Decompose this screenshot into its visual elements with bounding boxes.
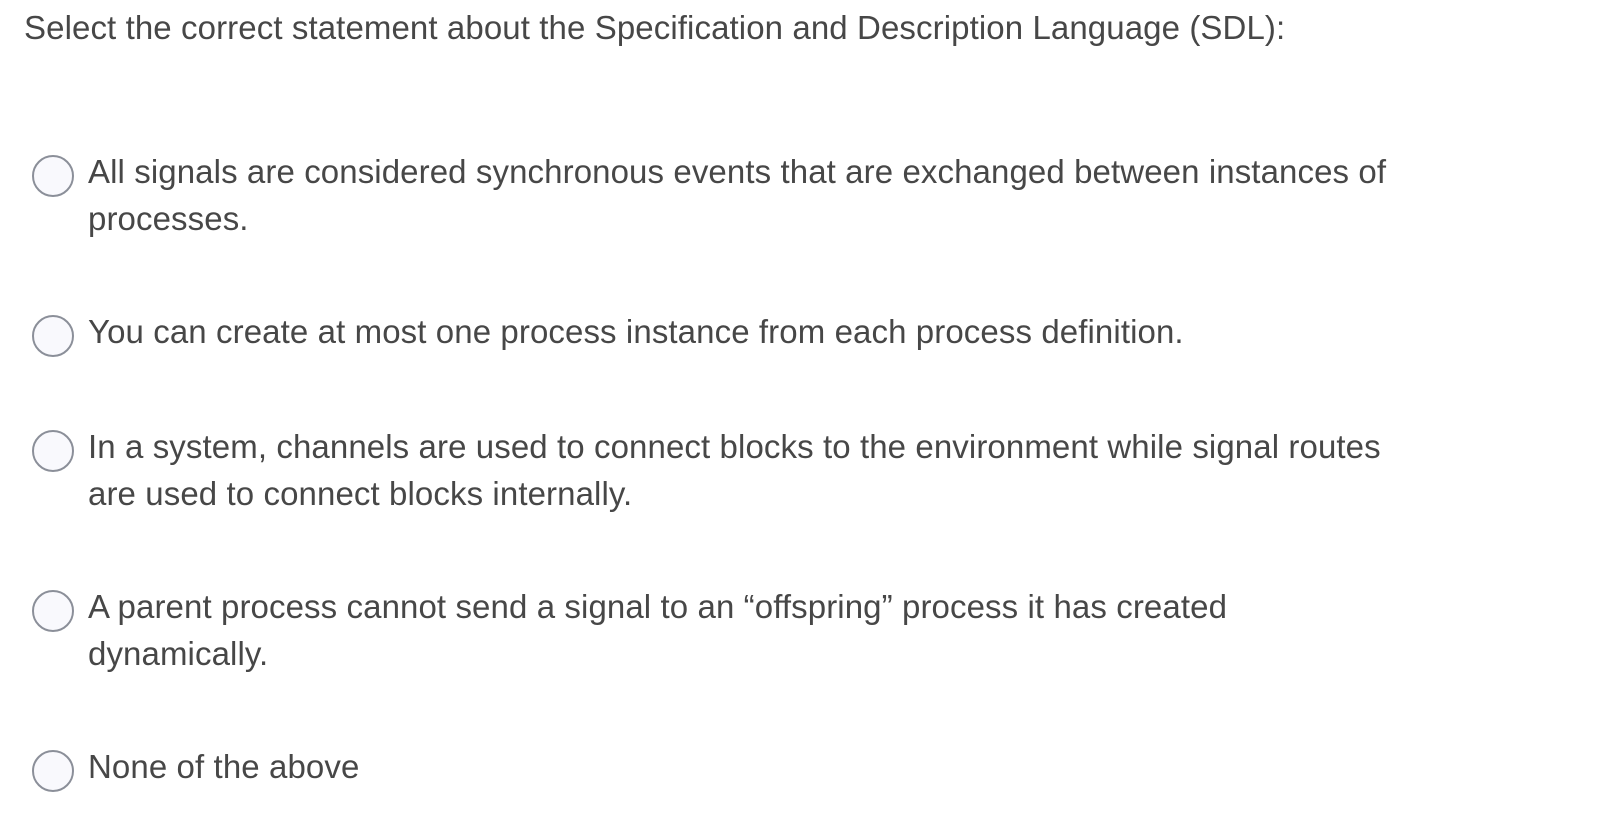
answer-option-label-1[interactable]: All signals are considered synchronous e… bbox=[88, 153, 1387, 237]
answer-option-5[interactable]: None of the above bbox=[0, 743, 1600, 792]
answer-option-2[interactable]: You can create at most one process insta… bbox=[0, 308, 1600, 357]
radio-button-icon-3[interactable] bbox=[32, 430, 74, 472]
radio-button-icon-4[interactable] bbox=[32, 590, 74, 632]
answer-option-4[interactable]: A parent process cannot send a signal to… bbox=[0, 583, 1600, 677]
answer-option-label-3[interactable]: In a system, channels are used to connec… bbox=[88, 428, 1381, 512]
answer-option-3[interactable]: In a system, channels are used to connec… bbox=[0, 423, 1600, 517]
answer-option-1[interactable]: All signals are considered synchronous e… bbox=[0, 148, 1600, 242]
answer-option-label-4[interactable]: A parent process cannot send a signal to… bbox=[88, 588, 1228, 672]
answer-option-label-5[interactable]: None of the above bbox=[88, 748, 360, 785]
radio-button-icon-1[interactable] bbox=[32, 155, 74, 197]
radio-button-icon-5[interactable] bbox=[32, 750, 74, 792]
answer-option-label-2[interactable]: You can create at most one process insta… bbox=[88, 313, 1184, 350]
radio-button-icon-2[interactable] bbox=[32, 315, 74, 357]
question-prompt: Select the correct statement about the S… bbox=[24, 9, 1286, 46]
answer-options-list: All signals are considered synchronous e… bbox=[0, 148, 1600, 792]
